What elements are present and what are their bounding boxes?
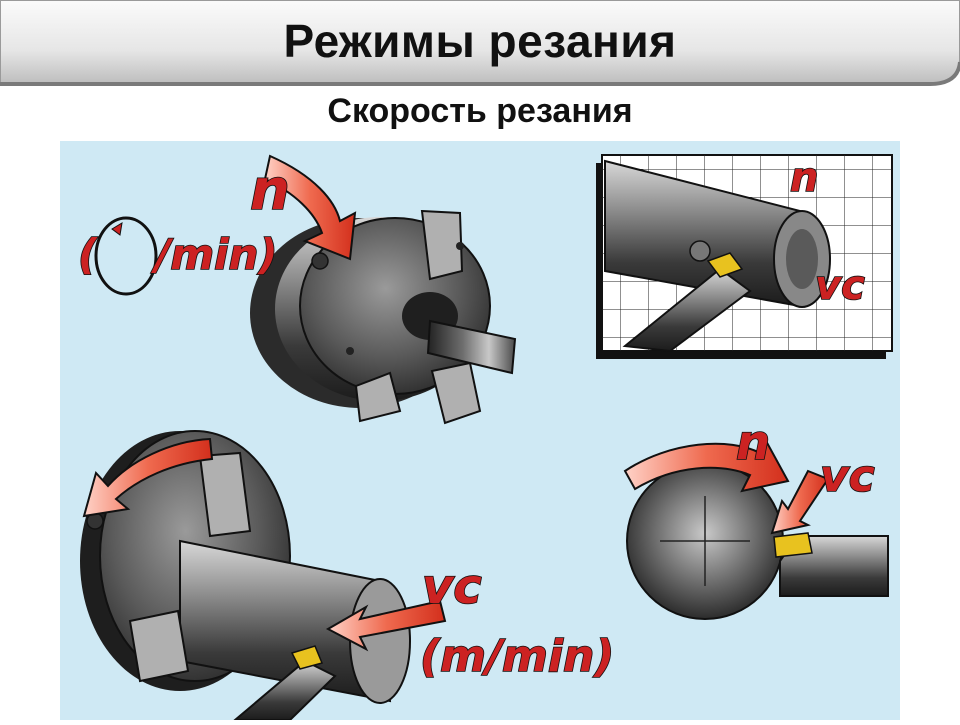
title-bar: Режимы резания (0, 0, 960, 88)
label-n-top: n (250, 158, 290, 223)
label-inset-vc: vc (815, 263, 865, 309)
inset-grid-diagram (596, 155, 892, 359)
label-right-vc: vc (820, 451, 875, 502)
label-bottom-unit: (m/min) (420, 631, 614, 682)
label-right-n: n (736, 415, 770, 471)
label-inset-n: n (790, 155, 818, 201)
page-subtitle: Скорость резания (0, 92, 960, 131)
page-title: Режимы резания (0, 14, 960, 68)
illustration-canvas: n ( /min) n vc (60, 141, 900, 720)
label-bottom-vc: vc (422, 559, 482, 615)
label-rpm-open-paren: ( (78, 230, 98, 279)
label-rpm-unit: /min) (150, 230, 278, 279)
cutting-speed-illustration: n ( /min) n vc (60, 141, 900, 720)
